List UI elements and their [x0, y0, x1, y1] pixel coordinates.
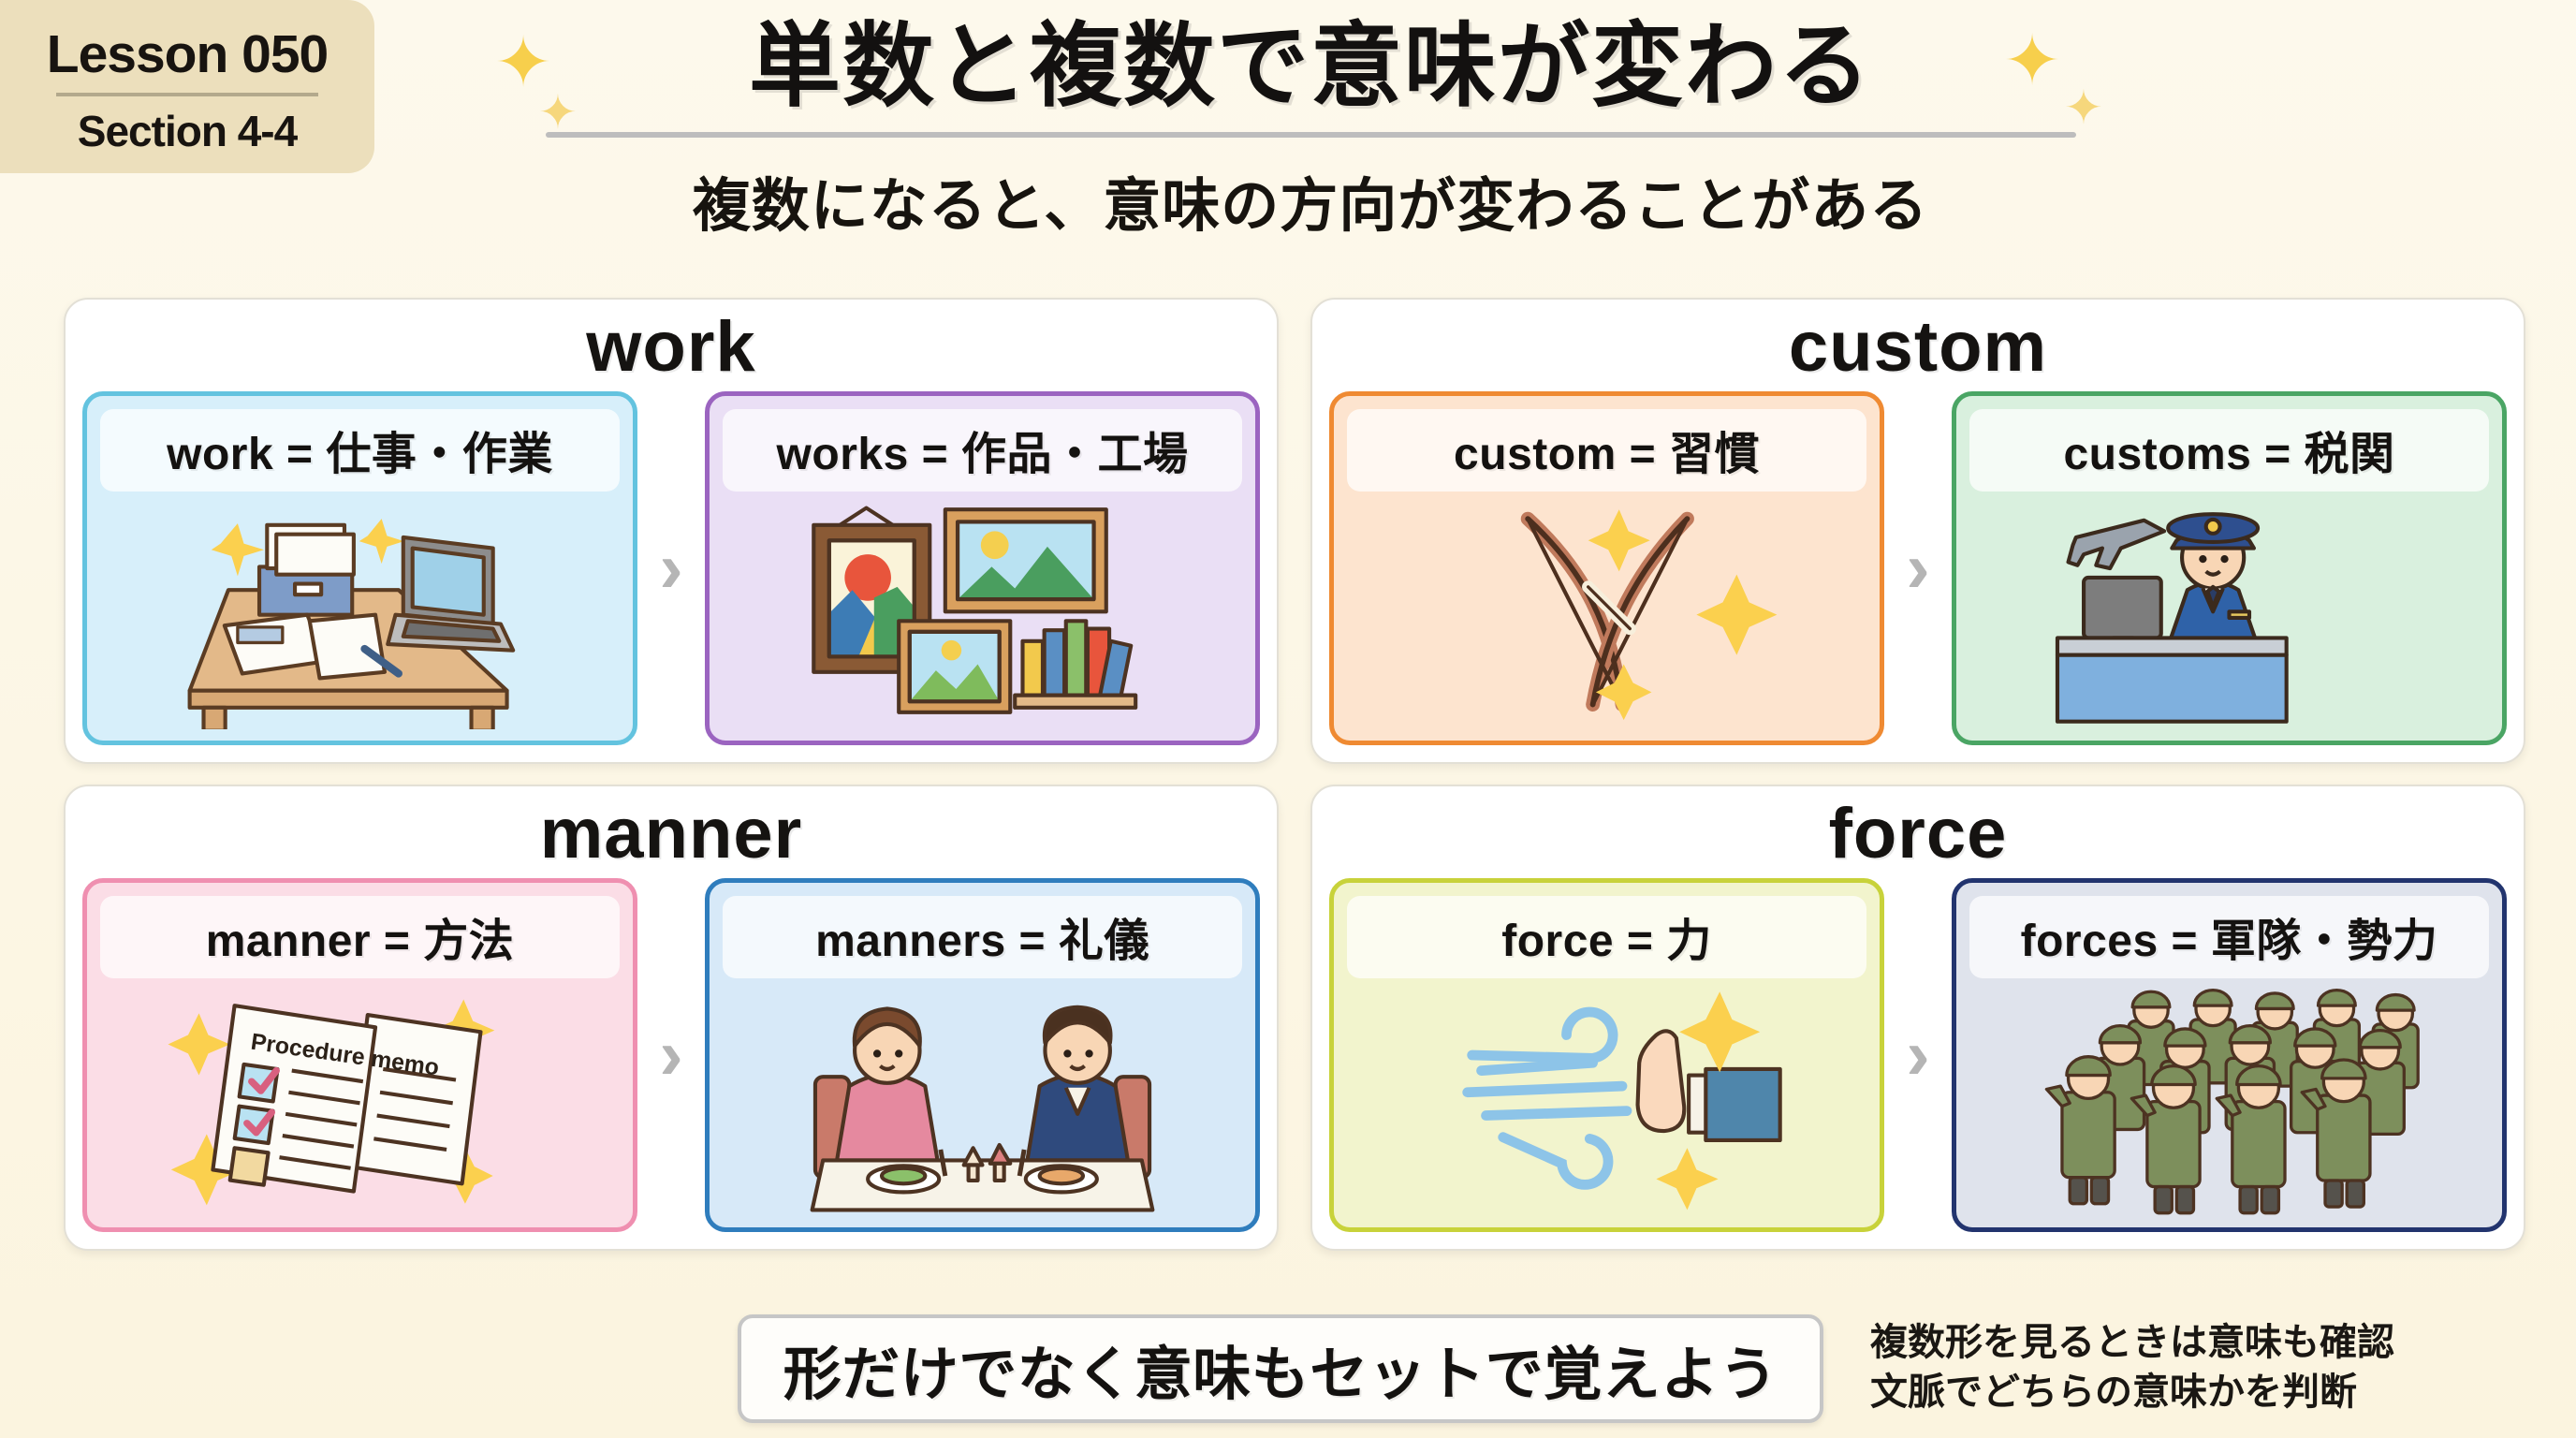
singular-pane-custom: custom = 習慣	[1329, 391, 1884, 746]
word-headword: force	[1828, 794, 2008, 874]
plural-pane-manners: manners = 礼儀	[705, 878, 1260, 1233]
pane-label: manners = 礼儀	[723, 896, 1242, 979]
pane-label: forces = 軍隊・勢力	[1969, 896, 2489, 979]
summary-banner: 形だけでなく意味もセットで覚えよう	[738, 1314, 1823, 1423]
side-note-line-2: 文脈でどちらの意味かを判断	[1870, 1371, 2357, 1413]
singular-plural-pair: manner = 方法	[82, 878, 1260, 1233]
side-note-line-1: 複数形を見るときは意味も確認	[1870, 1322, 2394, 1363]
sparkle-icon: ✦	[538, 86, 578, 139]
pane-label: custom = 習慣	[1347, 409, 1866, 492]
title-block: 単数と複数で意味が変わる 複数になると、意味の方向が変わることがある	[487, 13, 2134, 242]
illustration-wind-force	[1347, 984, 1866, 1216]
singular-pane-manner: manner = 方法	[82, 878, 637, 1233]
chevron-right-icon: ›	[659, 1015, 683, 1095]
sparkle-icon: ✦	[494, 23, 553, 101]
illustration-procedure-memo: Procedure memo	[100, 984, 620, 1216]
singular-plural-pair: custom = 習慣	[1329, 391, 2507, 746]
pane-label: works = 作品・工場	[723, 409, 1242, 492]
illustration-desk-work	[100, 497, 620, 730]
sparkle-icon: ✦	[2003, 22, 2062, 99]
illustration-artworks	[723, 497, 1242, 729]
word-headword: custom	[1788, 307, 2048, 387]
word-card-manner: manner manner = 方法	[64, 785, 1279, 1252]
sparkle-icon: ✦	[2064, 81, 2103, 134]
plural-pane-forces: forces = 軍隊・勢力	[1952, 878, 2507, 1233]
lesson-badge: Lesson 050 Section 4-4	[0, 0, 374, 173]
side-note: 複数形を見るときは意味も確認 文脈でどちらの意味かを判断	[1870, 1318, 2525, 1417]
pane-label: manner = 方法	[100, 896, 620, 979]
page-subtitle: 複数になると、意味の方向が変わることがある	[692, 173, 1929, 239]
word-card-force: force force = 力	[1310, 785, 2525, 1252]
pane-label: work = 仕事・作業	[100, 409, 620, 492]
plural-pane-customs: customs = 税関	[1952, 391, 2507, 746]
chevron-right-icon: ›	[659, 528, 683, 609]
singular-pane-force: force = 力	[1329, 878, 1884, 1233]
illustration-dining-manners	[723, 984, 1242, 1216]
title-divider	[545, 131, 2076, 138]
singular-plural-pair: work = 仕事・作業	[82, 391, 1260, 746]
singular-plural-pair: force = 力	[1329, 878, 2507, 1233]
footer: 形だけでなく意味もセットで覚えよう 複数形を見るときは意味も確認 文脈でどちらの…	[0, 1313, 2576, 1434]
lesson-number: Lesson 050	[46, 23, 329, 84]
illustration-bows	[1347, 497, 1866, 729]
word-card-custom: custom custom = 習慣	[1310, 298, 2525, 765]
illustration-soldiers	[1969, 984, 2489, 1216]
chevron-right-icon: ›	[1906, 1015, 1930, 1095]
word-card-work: work work = 仕事・作業	[64, 298, 1279, 765]
chevron-right-icon: ›	[1906, 528, 1930, 609]
badge-divider	[56, 92, 318, 96]
card-row: manner manner = 方法	[64, 785, 2525, 1252]
summary-banner-text: 形だけでなく意味もセットで覚えよう	[783, 1343, 1778, 1407]
card-row: work work = 仕事・作業	[64, 298, 2525, 765]
word-headword: manner	[539, 794, 803, 874]
page-title: 単数と複数で意味が変わる	[748, 14, 1872, 117]
word-headword: work	[586, 307, 756, 387]
section-number: Section 4-4	[77, 106, 298, 155]
illustration-customs-officer	[1969, 497, 2489, 729]
singular-pane-work: work = 仕事・作業	[82, 391, 637, 746]
word-card-grid: work work = 仕事・作業	[64, 298, 2525, 1271]
pane-label: force = 力	[1347, 896, 1866, 979]
plural-pane-works: works = 作品・工場	[705, 391, 1260, 746]
pane-label: customs = 税関	[1969, 409, 2489, 492]
